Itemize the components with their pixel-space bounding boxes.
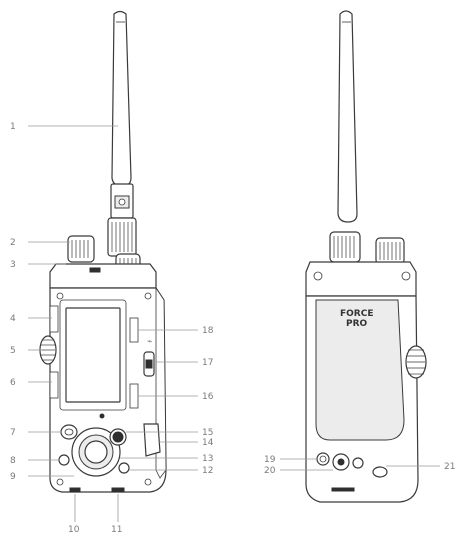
right-tab-lower bbox=[129, 383, 139, 409]
callout-13: 13 bbox=[202, 454, 213, 464]
button-15-inner bbox=[112, 431, 124, 443]
callout-19: 19 bbox=[264, 455, 276, 465]
bottom-port-10 bbox=[69, 487, 81, 493]
screw bbox=[56, 478, 64, 486]
left-tab-upper bbox=[49, 305, 59, 333]
bottom-port-11 bbox=[111, 487, 125, 493]
front-top-logo bbox=[89, 267, 101, 273]
callout-8: 8 bbox=[10, 456, 16, 466]
connector-20-inner bbox=[337, 458, 345, 466]
left-tab-lower bbox=[49, 371, 59, 399]
callout-14: 14 bbox=[202, 438, 214, 448]
screw bbox=[144, 292, 152, 300]
right-tab-upper bbox=[129, 317, 139, 343]
callout-2: 2 bbox=[10, 238, 16, 248]
rear-bottom-label bbox=[331, 487, 355, 492]
usb-symbol-icon: ⌁ bbox=[147, 337, 152, 347]
rear-top-plate bbox=[305, 261, 417, 297]
connector-21 bbox=[372, 466, 388, 478]
rear-view: FORCE PRO bbox=[305, 10, 427, 503]
button-7-inner bbox=[64, 428, 74, 436]
callout-15: 15 bbox=[202, 428, 213, 438]
rear-side-grip bbox=[405, 345, 427, 379]
screw bbox=[144, 478, 152, 486]
callouts: 1 2 3 4 5 6 7 8 9 10 11 12 13 14 15 16 1 bbox=[10, 122, 455, 535]
callout-7: 7 bbox=[10, 428, 16, 438]
callout-9: 9 bbox=[10, 472, 16, 482]
callout-4: 4 bbox=[10, 314, 16, 324]
callout-5: 5 bbox=[10, 346, 16, 356]
rear-left-knob bbox=[329, 231, 361, 263]
rear-right-knob bbox=[375, 237, 405, 265]
screw bbox=[401, 271, 411, 281]
screw bbox=[56, 292, 64, 300]
model-label: PRO bbox=[346, 319, 368, 329]
button-8 bbox=[58, 454, 70, 466]
front-left-knob bbox=[67, 235, 95, 263]
indicator-led bbox=[99, 413, 105, 419]
front-antenna bbox=[110, 10, 134, 219]
front-top-plate bbox=[49, 263, 157, 289]
dial-center-button bbox=[84, 440, 108, 464]
antenna-base-knurl bbox=[107, 217, 137, 257]
callout-16: 16 bbox=[202, 392, 214, 402]
callout-10: 10 bbox=[68, 525, 80, 535]
screw bbox=[313, 271, 323, 281]
switch-lever bbox=[145, 359, 153, 369]
rear-antenna bbox=[337, 10, 358, 223]
callout-21: 21 bbox=[444, 462, 455, 472]
front-view: ⌁ bbox=[39, 10, 167, 493]
brand-label: FORCE bbox=[340, 309, 373, 319]
callout-12: 12 bbox=[202, 466, 213, 476]
callout-18: 18 bbox=[202, 326, 214, 336]
connector-21a bbox=[352, 457, 364, 469]
callout-17: 17 bbox=[202, 358, 213, 368]
front-side-grip bbox=[39, 335, 57, 365]
callout-1: 1 bbox=[10, 122, 16, 132]
callout-3: 3 bbox=[10, 260, 16, 270]
usb-cover bbox=[143, 423, 161, 457]
callout-6: 6 bbox=[10, 378, 16, 388]
screen bbox=[65, 307, 121, 403]
callout-20: 20 bbox=[264, 466, 276, 476]
callout-11: 11 bbox=[111, 525, 122, 535]
connector-19-inner bbox=[319, 455, 327, 463]
button-12 bbox=[118, 462, 130, 474]
rear-panel bbox=[315, 299, 405, 441]
